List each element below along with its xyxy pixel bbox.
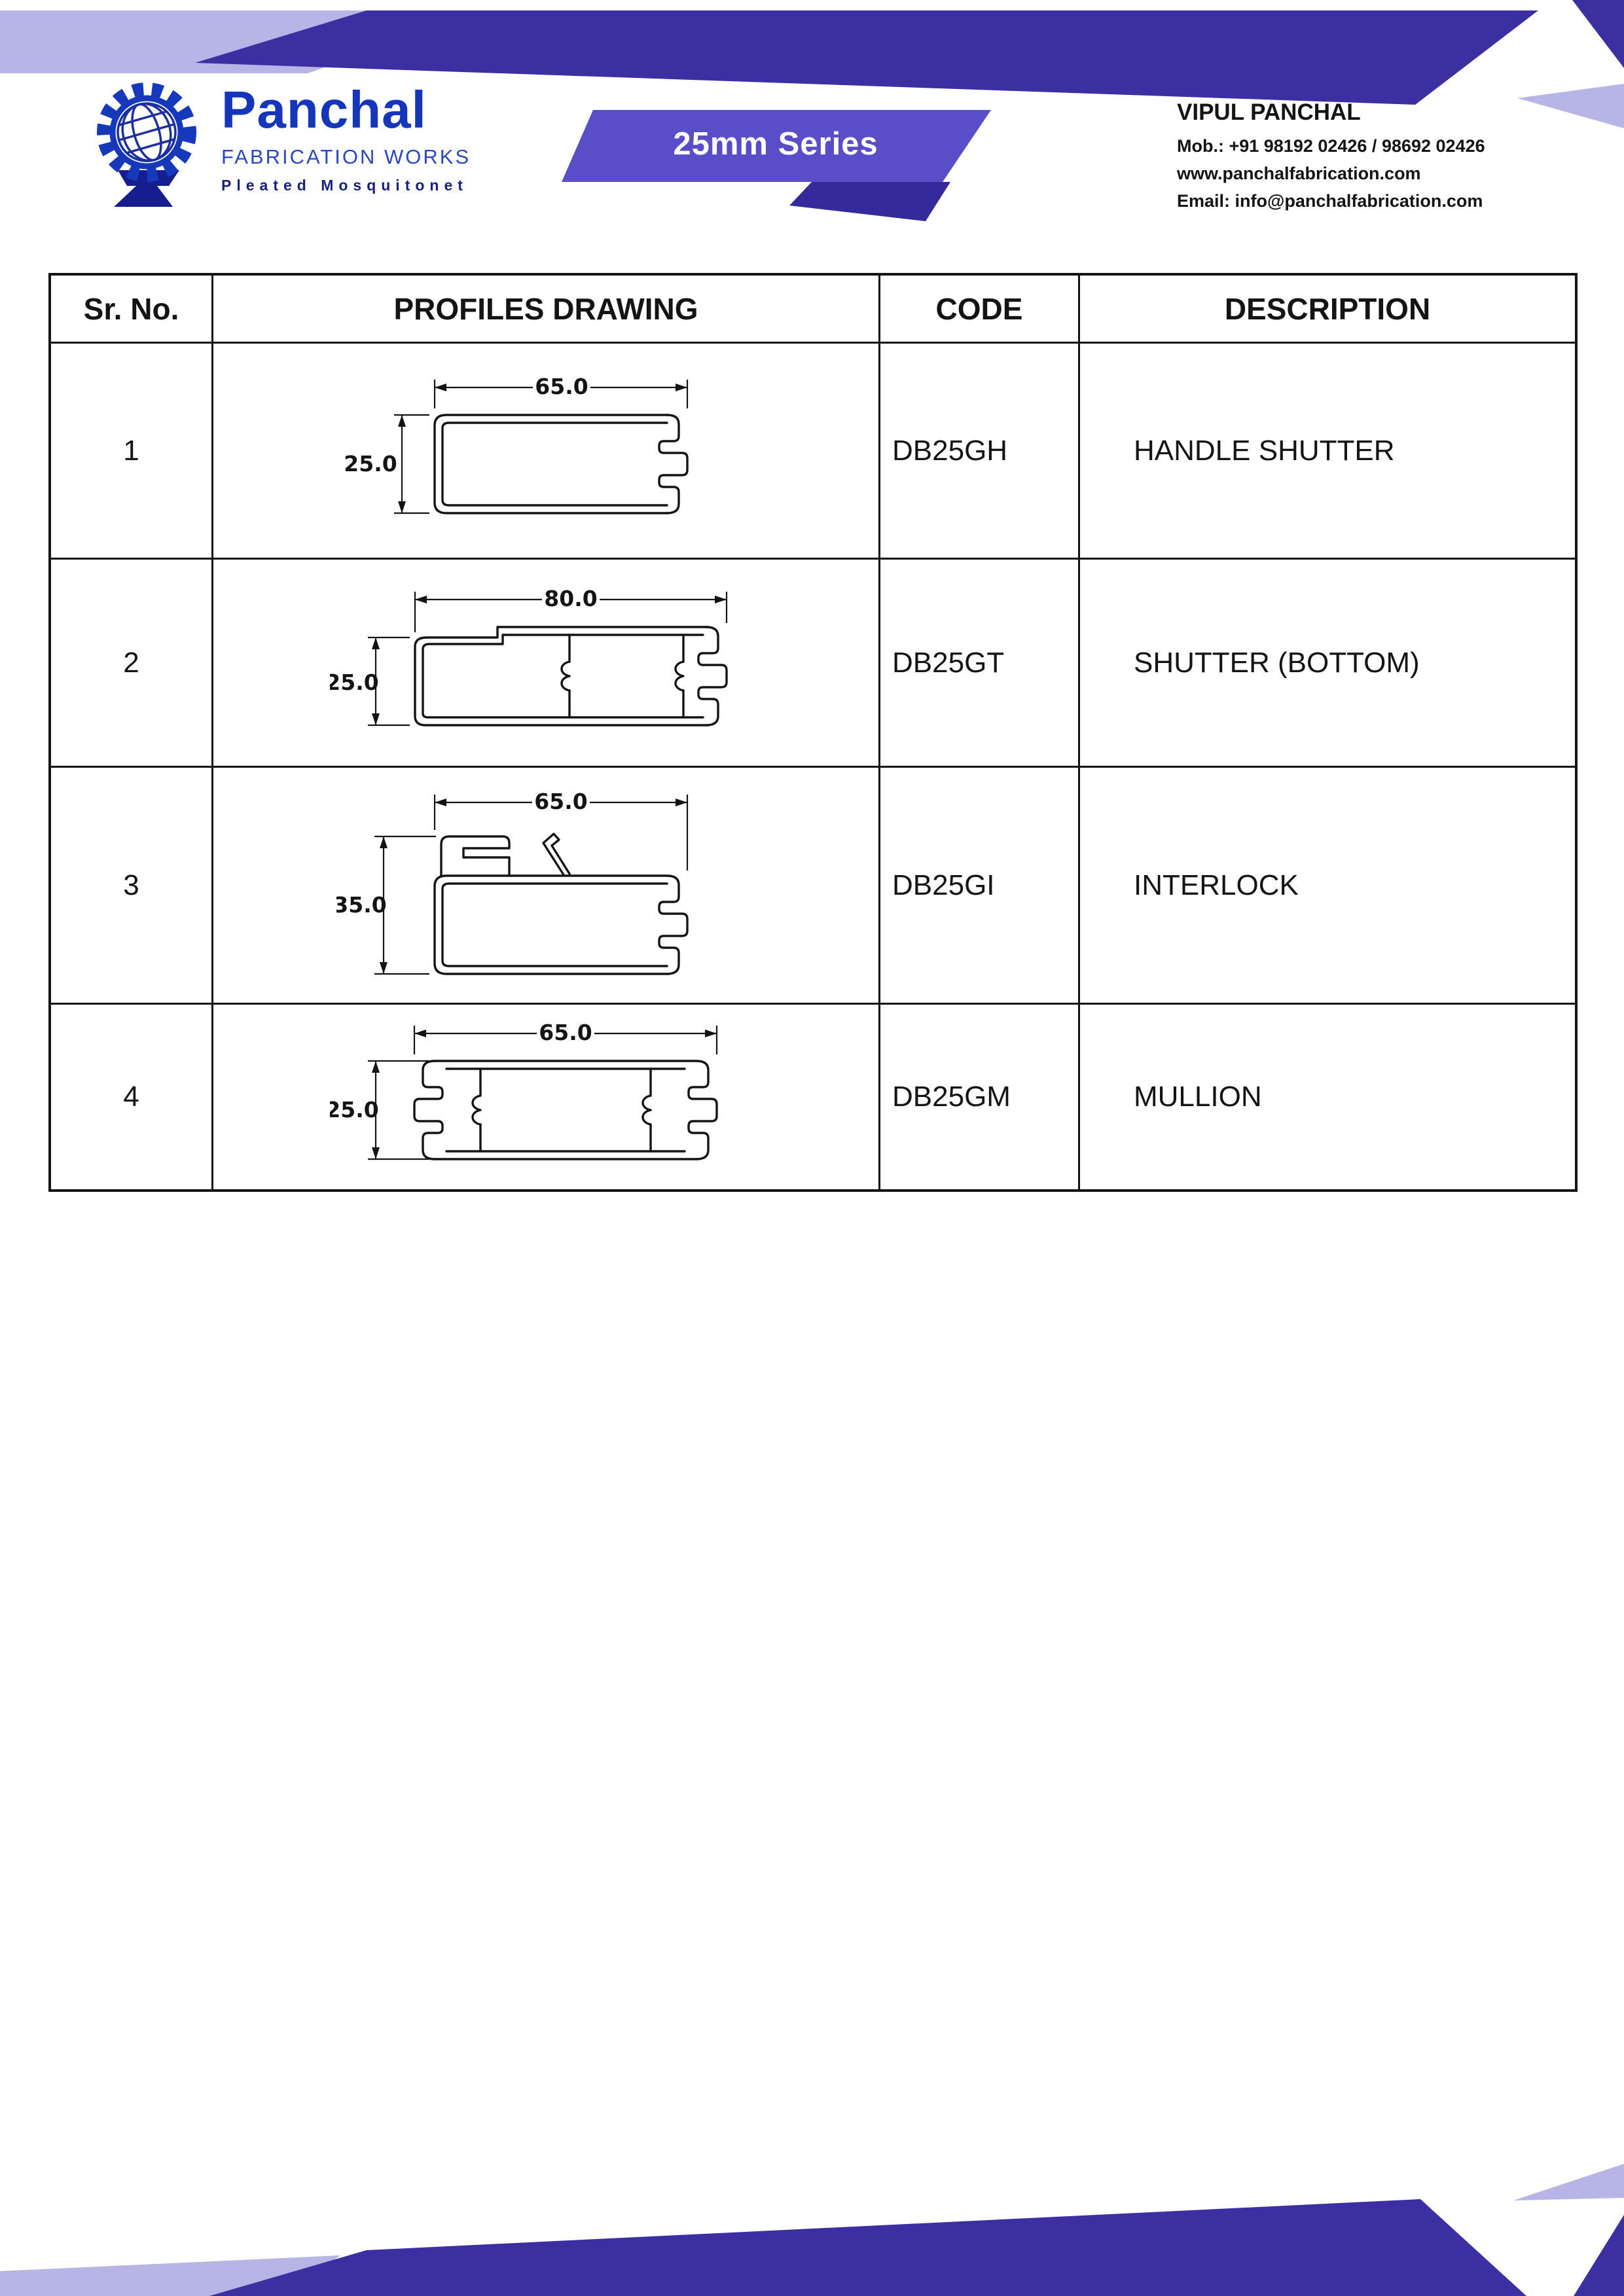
dim-height-label: 35.0 (336, 892, 387, 918)
brand-tagline: Pleated Mosquitonet (221, 177, 468, 194)
dimension-lines: 80.0 25.0 (330, 586, 728, 726)
dim-height-label: 25.0 (344, 451, 397, 476)
code-cell: DB25GH (880, 344, 1080, 560)
drawing-cell: 65.0 35.0 (213, 768, 880, 1005)
header-cell-code: CODE (880, 276, 1080, 344)
bottom-purple-band (209, 2199, 1526, 2296)
dim-height-label: 25.0 (330, 670, 379, 695)
description-cell: MULLION (1080, 1005, 1575, 1189)
code-value: DB25GM (892, 1081, 1011, 1113)
table-row: 4 65.0 25.0 (51, 1005, 1575, 1189)
brand-name: Panchal (221, 81, 427, 139)
sr-no-value: 1 (123, 434, 139, 467)
sr-no-cell: 4 (51, 1005, 213, 1189)
sr-no-cell: 2 (51, 560, 213, 768)
drawing-cell: 65.0 25.0 (213, 1005, 880, 1189)
top-lavender-band (0, 10, 486, 73)
profile-outline (433, 832, 689, 975)
sr-no-value: 3 (123, 869, 139, 901)
profile-drawing-interlock: 65.0 35.0 (336, 789, 689, 975)
profile-drawing-shutter-bottom: 80.0 25.0 (330, 586, 728, 726)
contact-email: Email: info@panchalfabrication.com (1177, 191, 1483, 211)
series-banner-shadow (789, 182, 950, 221)
contact-website: www.panchalfabrication.com (1177, 164, 1421, 183)
table-row: 2 80.0 25.0 (51, 560, 1575, 768)
description-value: HANDLE SHUTTER (1134, 434, 1395, 467)
sr-no-cell: 3 (51, 768, 213, 1005)
brand-block: Panchal FABRICATION WORKS Pleated Mosqui… (221, 84, 471, 194)
profile-drawing-handle-shutter: 65.0 25.0 (344, 374, 689, 514)
contact-mobile: Mob.: +91 98192 02426 / 98692 02426 (1177, 136, 1485, 156)
code-cell: DB25GT (880, 560, 1080, 768)
bottom-ribbon-graphic (0, 2164, 1624, 2296)
contact-name: VIPUL PANCHAL (1177, 99, 1361, 125)
logo-gear-teeth (97, 82, 196, 182)
profiles-table: Sr. No. PROFILES DRAWING CODE DESCRIPTIO… (48, 273, 1578, 1192)
code-value: DB25GI (892, 869, 995, 901)
code-cell: DB25GM (880, 1005, 1080, 1189)
table-row: 3 65.0 35.0 (51, 768, 1575, 1005)
bottom-right-lavender-sliver (1513, 2164, 1624, 2200)
header-code-label: CODE (935, 291, 1023, 326)
contact-block: VIPUL PANCHAL Mob.: +91 98192 02426 / 98… (1177, 99, 1596, 215)
series-banner-label: 25mm Series (673, 126, 878, 162)
dim-width-label: 65.0 (534, 789, 587, 814)
description-value: SHUTTER (BOTTOM) (1134, 646, 1420, 679)
sr-no-value: 2 (123, 646, 139, 679)
code-value: DB25GT (892, 646, 1005, 679)
description-cell: SHUTTER (BOTTOM) (1080, 560, 1575, 768)
profile-outline (413, 1060, 718, 1160)
drawing-cell: 65.0 25.0 (213, 344, 880, 560)
dim-width-label: 65.0 (539, 1020, 592, 1045)
header-profiles-drawing-label: PROFILES DRAWING (393, 291, 698, 326)
code-cell: DB25GI (880, 768, 1080, 1005)
logo-gear-globe-icon (97, 82, 196, 207)
header-description-label: DESCRIPTION (1224, 291, 1431, 326)
header-sr-no-label: Sr. No. (83, 291, 179, 326)
logo-anvil-base (114, 170, 179, 207)
header-cell-profiles-drawing: PROFILES DRAWING (213, 276, 880, 344)
sr-no-cell: 1 (51, 344, 213, 560)
profile-drawing-mullion: 65.0 25.0 (330, 1020, 718, 1160)
dim-width-label: 65.0 (535, 374, 588, 399)
bottom-right-corner (1574, 2215, 1624, 2296)
top-right-corner (1572, 0, 1624, 68)
brand-subtitle: FABRICATION WORKS (221, 145, 471, 168)
logo-globe (117, 102, 177, 162)
header-cell-sr-no: Sr. No. (51, 276, 213, 344)
drawing-cell: 80.0 25.0 (213, 560, 880, 768)
code-value: DB25GH (892, 434, 1008, 467)
dim-width-label: 80.0 (544, 586, 597, 611)
profile-outline (433, 413, 689, 514)
sr-no-value: 4 (123, 1081, 139, 1113)
description-value: MULLION (1134, 1081, 1262, 1113)
description-cell: INTERLOCK (1080, 768, 1575, 1005)
dimension-lines: 65.0 25.0 (344, 374, 689, 514)
bottom-lavender-band (0, 2255, 340, 2296)
description-value: INTERLOCK (1134, 869, 1299, 901)
table-header-row: Sr. No. PROFILES DRAWING CODE DESCRIPTIO… (51, 276, 1575, 344)
table-row: 1 65.0 25.0 (51, 344, 1575, 560)
header-cell-description: DESCRIPTION (1080, 276, 1575, 344)
profile-outline (414, 625, 728, 726)
description-cell: HANDLE SHUTTER (1080, 344, 1575, 560)
dimension-lines: 65.0 35.0 (336, 789, 689, 975)
dim-height-label: 25.0 (330, 1097, 379, 1122)
dimension-lines: 65.0 25.0 (330, 1020, 718, 1160)
